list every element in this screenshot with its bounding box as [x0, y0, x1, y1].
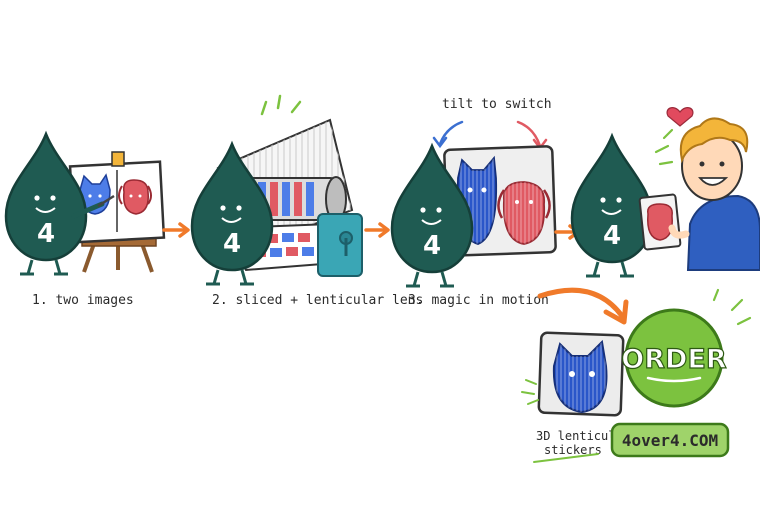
mascot-number-4: 4 — [603, 221, 621, 251]
url-label: 4over4.COM — [622, 431, 718, 450]
product-line-1: 3D lenticular — [536, 429, 630, 443]
mascot-number-1: 4 — [37, 219, 55, 249]
heart-icon — [666, 107, 694, 127]
order-label: ORDER — [621, 344, 727, 375]
caption-step-3: 3. magic in motion — [408, 293, 549, 308]
arrow-to-order — [537, 287, 629, 325]
mascot-1 — [4, 132, 115, 276]
tilt-note: tilt to switch — [442, 97, 552, 112]
caption-step-2: 2. sliced + lenticular lens — [212, 293, 423, 308]
step-1-group: 4 — [4, 132, 166, 276]
cat-sticker-sample — [537, 331, 625, 417]
tilt-arrow-right — [516, 120, 542, 148]
step-2-group: 4 — [190, 94, 363, 286]
small-sticker-card — [638, 193, 682, 251]
website-link[interactable]: 4over4.COM — [610, 422, 730, 458]
easel — [68, 151, 166, 273]
happy-person — [668, 117, 760, 271]
arrow-step-2-to-3 — [364, 222, 390, 238]
arrow-step-1-to-2 — [162, 222, 190, 238]
dog-image — [118, 179, 152, 215]
mascot-number-3: 4 — [423, 231, 441, 261]
tilt-arrow-left — [438, 120, 464, 146]
mascot-number-2: 4 — [223, 229, 241, 259]
product-line-2: stickers — [544, 443, 602, 457]
step-4-group: 4 — [570, 107, 760, 278]
caption-step-1: 1. two images — [32, 293, 134, 308]
order-button[interactable]: ORDER — [621, 308, 728, 408]
step-3-group: tilt to switch 4 — [390, 97, 557, 288]
